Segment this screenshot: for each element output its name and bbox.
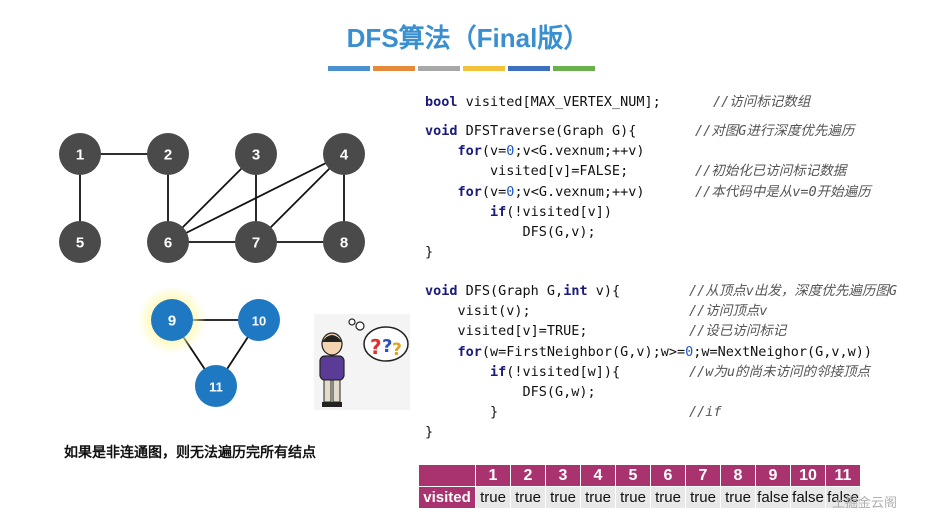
code-line: } (425, 404, 499, 421)
graph-node-label: 9 (168, 313, 176, 330)
code-line: } (425, 244, 434, 261)
graph-node-label: 3 (252, 147, 260, 164)
code-line: DFS(G,v); (425, 224, 596, 240)
graph-edge-4-6 (167, 153, 345, 243)
graph-node-label: 4 (340, 147, 349, 164)
visited-header-cell: 8 (720, 464, 756, 487)
graph-node-label: 7 (252, 235, 260, 252)
graph-node-3: 3 (235, 133, 277, 175)
visited-value-cell: false (790, 486, 826, 509)
code-comment: //访问标记数组 (713, 94, 811, 110)
svg-text:?: ? (382, 336, 392, 357)
visited-value-cell: true (720, 486, 756, 509)
visited-value-cell: true (650, 486, 686, 509)
graph-node-label: 10 (252, 314, 266, 329)
thinking-person-icon: ? ? ? (314, 314, 410, 410)
visited-header-cell: 11 (825, 464, 861, 487)
graph-node-9: 9 (138, 286, 206, 354)
graph-node-5: 5 (59, 221, 101, 263)
code-visited-decl: bool visited[MAX_VERTEX_NUM]; //访问标记数组 (425, 92, 810, 154)
graph-diagram: 1 2 3 4 5 6 7 8 9 10 11 (59, 133, 365, 407)
code-line: if(!visited[w]){ (490, 363, 621, 380)
graph-node-4: 4 (323, 133, 365, 175)
code-line: for(v=0;v<G.vexnum;++v) (457, 183, 645, 200)
code-comment: //w为u的尚未访问的邻接顶点 (689, 363, 871, 380)
graph-node-label: 5 (76, 235, 84, 252)
code-line: void DFSTraverse(Graph G){ (425, 123, 637, 139)
visited-value-cell: true (510, 486, 546, 509)
graph-node-label: 8 (340, 235, 348, 252)
title-underline (328, 66, 595, 71)
watermark: 土掘金云阁 (832, 495, 898, 510)
code-line: for(w=FirstNeighbor(G,v);w>=0;w=NextNeig… (457, 343, 873, 360)
visited-header-cell: 10 (790, 464, 826, 487)
graph-node-2: 2 (147, 133, 189, 175)
visited-header-cell: 1 (475, 464, 511, 487)
graph-node-6: 6 (147, 221, 189, 263)
underline-segment (373, 66, 415, 71)
underline-segment (553, 66, 595, 71)
graph-node-1: 1 (59, 133, 101, 175)
svg-text:?: ? (392, 340, 402, 360)
graph-node-label: 1 (76, 147, 84, 164)
code-comment: //if (689, 404, 722, 421)
visited-row-label: visited (418, 486, 476, 509)
disconnected-note: 如果是非连通图，则无法遍历完所有结点 (64, 444, 316, 460)
graph-node-10: 10 (238, 299, 280, 341)
visited-header-cell: 7 (685, 464, 721, 487)
graph-node-label: 6 (164, 235, 172, 252)
underline-segment (508, 66, 550, 71)
code-line: visit(v); (425, 303, 531, 320)
graph-node-label: 2 (164, 147, 172, 164)
page-title: DFS算法（Final版） (346, 23, 590, 53)
code-line: visited[v]=TRUE; (425, 323, 588, 340)
visited-value-cell: true (545, 486, 581, 509)
graph-node-7: 7 (235, 221, 277, 263)
visited-value-cell: true (685, 486, 721, 509)
visited-value-cell: true (615, 486, 651, 509)
visited-value-cell: true (580, 486, 616, 509)
underline-segment (418, 66, 460, 71)
code-comment: //初始化已访问标记数据 (695, 163, 847, 180)
code-line: for(v=0;v<G.vexnum;++v) (457, 143, 645, 160)
code-line: } (425, 424, 434, 441)
graph-node-8: 8 (323, 221, 365, 263)
code-line: if(!visited[v]) (490, 203, 612, 220)
visited-value-cell: false (825, 486, 861, 509)
code-comment: //对图G进行深度优先遍历 (695, 123, 855, 139)
code-comment: //从顶点v出发，深度优先遍历图G (689, 283, 898, 299)
svg-text:?: ? (370, 335, 382, 359)
visited-header-cell: 3 (545, 464, 581, 487)
underline-segment (328, 66, 370, 71)
code-comment: //访问顶点v (689, 303, 768, 320)
code-line: DFS(G,w); (425, 384, 596, 400)
code-comment: //设已访问标记 (689, 323, 787, 340)
visited-value-cell: false (755, 486, 791, 509)
visited-header-cell: 5 (615, 464, 651, 487)
code-text: visited[MAX_VERTEX_NUM]; (465, 94, 661, 110)
code-line: visited[v]=FALSE; (425, 163, 629, 180)
visited-header-cell: 6 (650, 464, 686, 487)
table-corner (418, 464, 476, 487)
graph-node-label: 11 (209, 380, 223, 395)
graph-node-11: 11 (195, 365, 237, 407)
visited-value-cell: true (475, 486, 511, 509)
code-comment: //本代码中是从v=0开始遍历 (695, 183, 871, 200)
visited-header-cell: 4 (580, 464, 616, 487)
visited-header-cell: 2 (510, 464, 546, 487)
visited-header-cell: 9 (755, 464, 791, 487)
code-line: void DFS(Graph G,int v){ (425, 283, 621, 299)
underline-segment (463, 66, 505, 71)
